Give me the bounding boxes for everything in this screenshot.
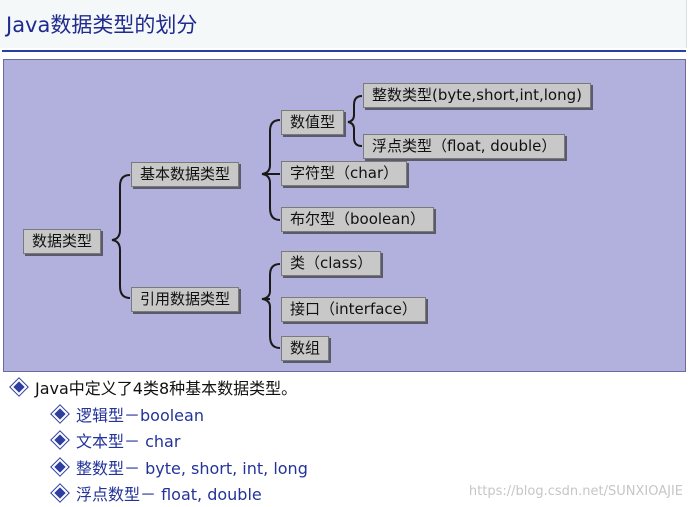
node-class: 类（class）	[281, 251, 382, 276]
diamond-bullet-icon	[10, 378, 28, 396]
diamond-bullet-icon	[51, 458, 69, 476]
watermark: https://blog.csdn.net/SUNXIOAJIE	[468, 484, 683, 499]
node-reference-types: 引用数据类型	[131, 287, 240, 312]
node-interface: 接口（interface）	[281, 297, 426, 322]
basic-brace	[261, 119, 281, 221]
diamond-bullet-icon	[51, 484, 69, 502]
node-boolean: 布尔型（boolean）	[281, 207, 434, 232]
bullet-item: 文本型－ char	[0, 428, 686, 452]
node-integer-types: 整数类型(byte,short,int,long)	[363, 83, 591, 108]
node-array: 数组	[281, 336, 330, 361]
diamond-bullet-icon	[51, 405, 69, 423]
bullet-item-text: 浮点数型－ float, double	[76, 485, 262, 504]
node-basic-types: 基本数据类型	[131, 162, 240, 187]
slide-title: Java数据类型的划分	[6, 13, 198, 37]
bullet-item-text: 文本型－ char	[76, 432, 181, 451]
bullet-item: 整数型－ byte, short, int, long	[0, 455, 686, 479]
node-data-types: 数据类型	[23, 229, 102, 254]
bullet-item: 浮点数型－ float, double	[0, 481, 686, 505]
bullet-item-text: 整数型－ byte, short, int, long	[76, 459, 308, 478]
bullet-main: Java中定义了4类8种基本数据类型。	[0, 374, 686, 398]
title-divider	[2, 50, 686, 52]
reference-brace	[261, 263, 281, 349]
node-char: 字符型（char）	[281, 161, 408, 186]
node-numeric: 数值型	[281, 110, 345, 135]
bullet-item-text: 逻辑型－boolean	[76, 406, 204, 425]
diamond-bullet-icon	[51, 431, 69, 449]
root-brace	[111, 174, 131, 299]
title-bar: Java数据类型的划分	[0, 0, 687, 48]
numeric-brace	[347, 95, 363, 147]
bullet-main-text: Java中定义了4类8种基本数据类型。	[35, 379, 298, 398]
node-float-types: 浮点类型（float, double）	[363, 134, 566, 159]
bullet-item: 逻辑型－boolean	[0, 402, 686, 426]
